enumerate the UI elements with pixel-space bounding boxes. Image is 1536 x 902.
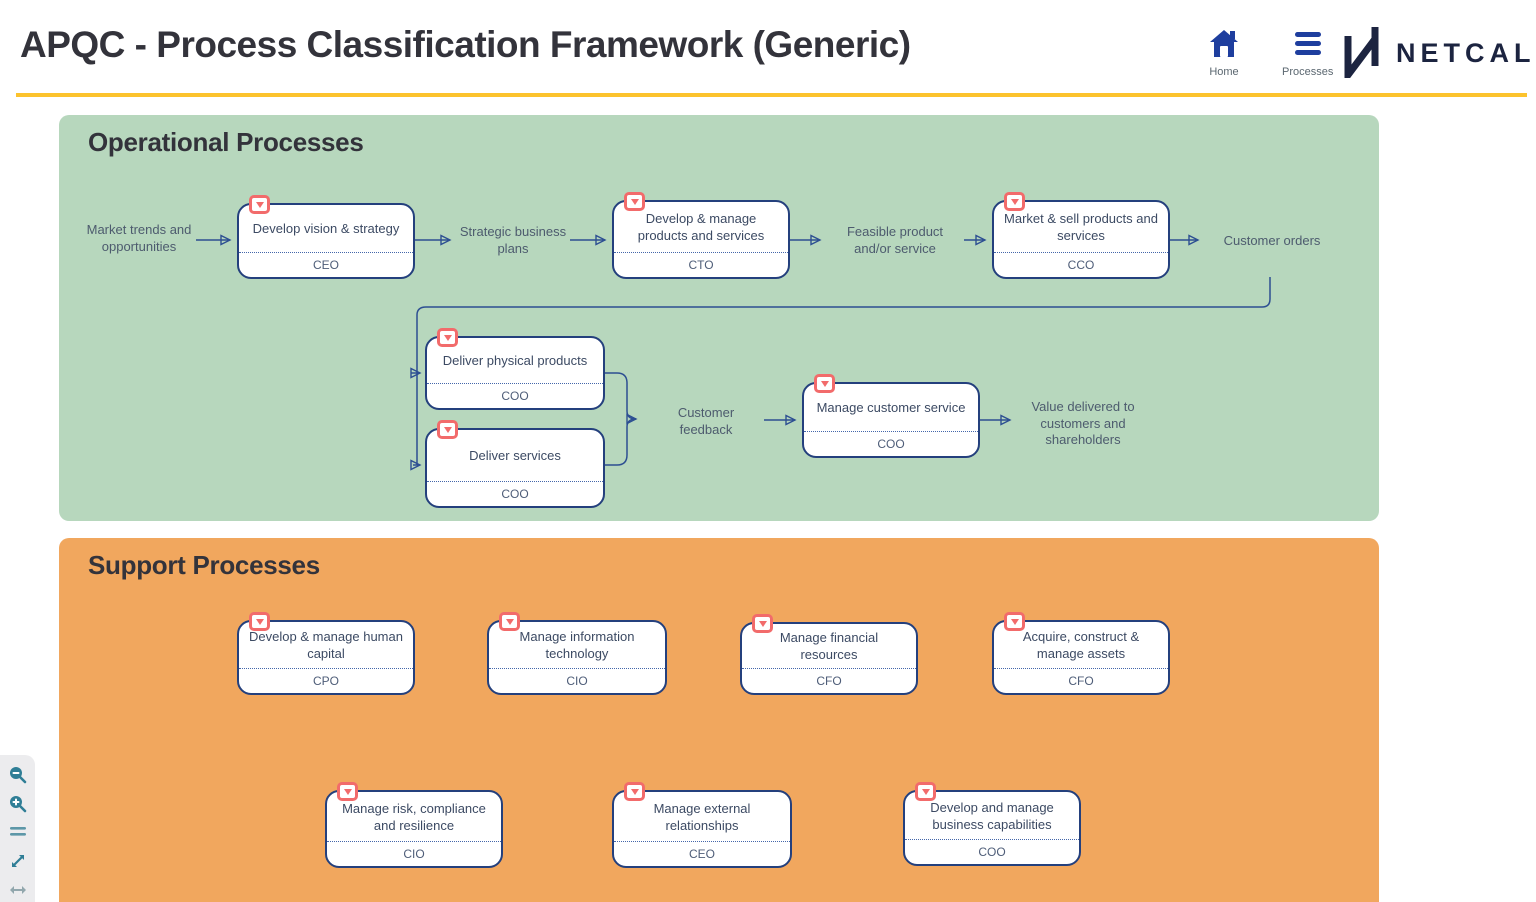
reset-zoom-icon[interactable] xyxy=(8,823,28,841)
process-title: Manage financial resources xyxy=(779,630,879,662)
collapse-badge-icon[interactable] xyxy=(437,420,458,439)
process-role: CIO xyxy=(489,668,665,693)
process-title: Manage information technology xyxy=(519,629,635,661)
process-node-financial-resources[interactable]: Manage financial resources CFO xyxy=(740,614,918,695)
collapse-badge-icon[interactable] xyxy=(249,612,270,631)
process-title: Develop and manage business capabilities xyxy=(930,799,1054,832)
flow-label-value: Value delivered to customers and shareho… xyxy=(1031,399,1135,448)
operational-processes-panel: Operational Processes xyxy=(59,115,1379,521)
collapse-badge-icon[interactable] xyxy=(499,612,520,631)
collapse-badge-icon[interactable] xyxy=(915,782,936,801)
flow-label-input: Market trends and opportunities xyxy=(86,222,192,254)
brand-logo: NETCALL xyxy=(1342,24,1536,86)
process-node-manage-assets[interactable]: Acquire, construct & manage assets CFO xyxy=(992,612,1170,695)
collapse-badge-icon[interactable] xyxy=(752,614,773,633)
process-node-risk-compliance[interactable]: Manage risk, compliance and resilience C… xyxy=(325,782,503,868)
process-title: Manage risk, compliance and resilience xyxy=(342,800,486,833)
process-role: CTO xyxy=(614,252,788,277)
operational-panel-title: Operational Processes xyxy=(88,127,364,157)
process-role: CEO xyxy=(614,841,790,866)
home-icon xyxy=(1208,28,1240,63)
collapse-badge-icon[interactable] xyxy=(337,782,358,801)
fit-width-icon[interactable] xyxy=(8,881,28,899)
canvas-zoom-toolbar xyxy=(0,755,35,902)
process-node-deliver-products[interactable]: Deliver physical products COO xyxy=(425,328,605,410)
process-title: Develop vision & strategy xyxy=(252,221,400,237)
process-node-market-sell[interactable]: Market & sell products and services CCO xyxy=(992,192,1170,279)
process-title: Develop & manage products and services xyxy=(637,211,765,243)
nav-processes-label: Processes xyxy=(1282,66,1334,78)
support-panel-title: Support Processes xyxy=(88,550,320,580)
process-node-human-capital[interactable]: Develop & manage human capital CPO xyxy=(237,612,415,695)
process-title: Market & sell products and services xyxy=(1004,211,1158,243)
process-role: CIO xyxy=(327,841,501,866)
flow-label-feedback: Customer feedback xyxy=(677,405,735,437)
process-role: COO xyxy=(905,839,1079,864)
flow-label-plans: Strategic business plans xyxy=(459,224,567,256)
process-role: COO xyxy=(427,383,603,408)
process-node-business-capabilities[interactable]: Develop and manage business capabilities… xyxy=(903,782,1081,866)
fit-to-screen-icon[interactable] xyxy=(8,852,28,870)
nav-processes-button[interactable]: Processes xyxy=(1282,28,1333,78)
nav-home-label: Home xyxy=(1209,66,1239,78)
flow-label-orders: Customer orders xyxy=(1223,233,1321,248)
brand-wordmark: NETCALL xyxy=(1396,38,1536,68)
process-role: CEO xyxy=(239,252,413,277)
header-divider xyxy=(16,93,1527,97)
menu-icon xyxy=(1293,28,1323,63)
process-node-deliver-services[interactable]: Deliver services COO xyxy=(425,420,605,508)
collapse-badge-icon[interactable] xyxy=(624,192,645,211)
netcall-n-icon xyxy=(1342,24,1382,86)
process-node-develop-vision[interactable]: Develop vision & strategy CEO xyxy=(237,195,415,279)
process-role: CFO xyxy=(994,668,1168,693)
collapse-badge-icon[interactable] xyxy=(1004,192,1025,211)
collapse-badge-icon[interactable] xyxy=(1004,612,1025,631)
process-role: COO xyxy=(804,431,978,456)
process-title: Acquire, construct & manage assets xyxy=(1022,629,1140,661)
process-role: CFO xyxy=(742,668,916,693)
collapse-badge-icon[interactable] xyxy=(249,195,270,214)
flow-label-feasible: Feasible product and/or service xyxy=(846,224,944,256)
process-title: Develop & manage human capital xyxy=(249,629,403,661)
process-role: CPO xyxy=(239,668,413,693)
process-node-information-technology[interactable]: Manage information technology CIO xyxy=(487,612,667,695)
collapse-badge-icon[interactable] xyxy=(437,328,458,347)
collapse-badge-icon[interactable] xyxy=(624,782,645,801)
process-role: COO xyxy=(427,481,603,506)
collapse-badge-icon[interactable] xyxy=(814,374,835,393)
zoom-out-icon[interactable] xyxy=(8,765,28,783)
nav-home-button[interactable]: Home xyxy=(1208,28,1240,78)
process-role: CCO xyxy=(994,252,1168,277)
page-title: APQC - Process Classification Framework … xyxy=(20,24,911,65)
process-title: Manage external relationships xyxy=(653,800,751,833)
zoom-in-icon[interactable] xyxy=(8,794,28,812)
process-node-customer-service[interactable]: Manage customer service COO xyxy=(802,374,980,458)
process-node-external-relationships[interactable]: Manage external relationships CEO xyxy=(612,782,792,868)
process-node-develop-products[interactable]: Develop & manage products and services C… xyxy=(612,192,790,279)
